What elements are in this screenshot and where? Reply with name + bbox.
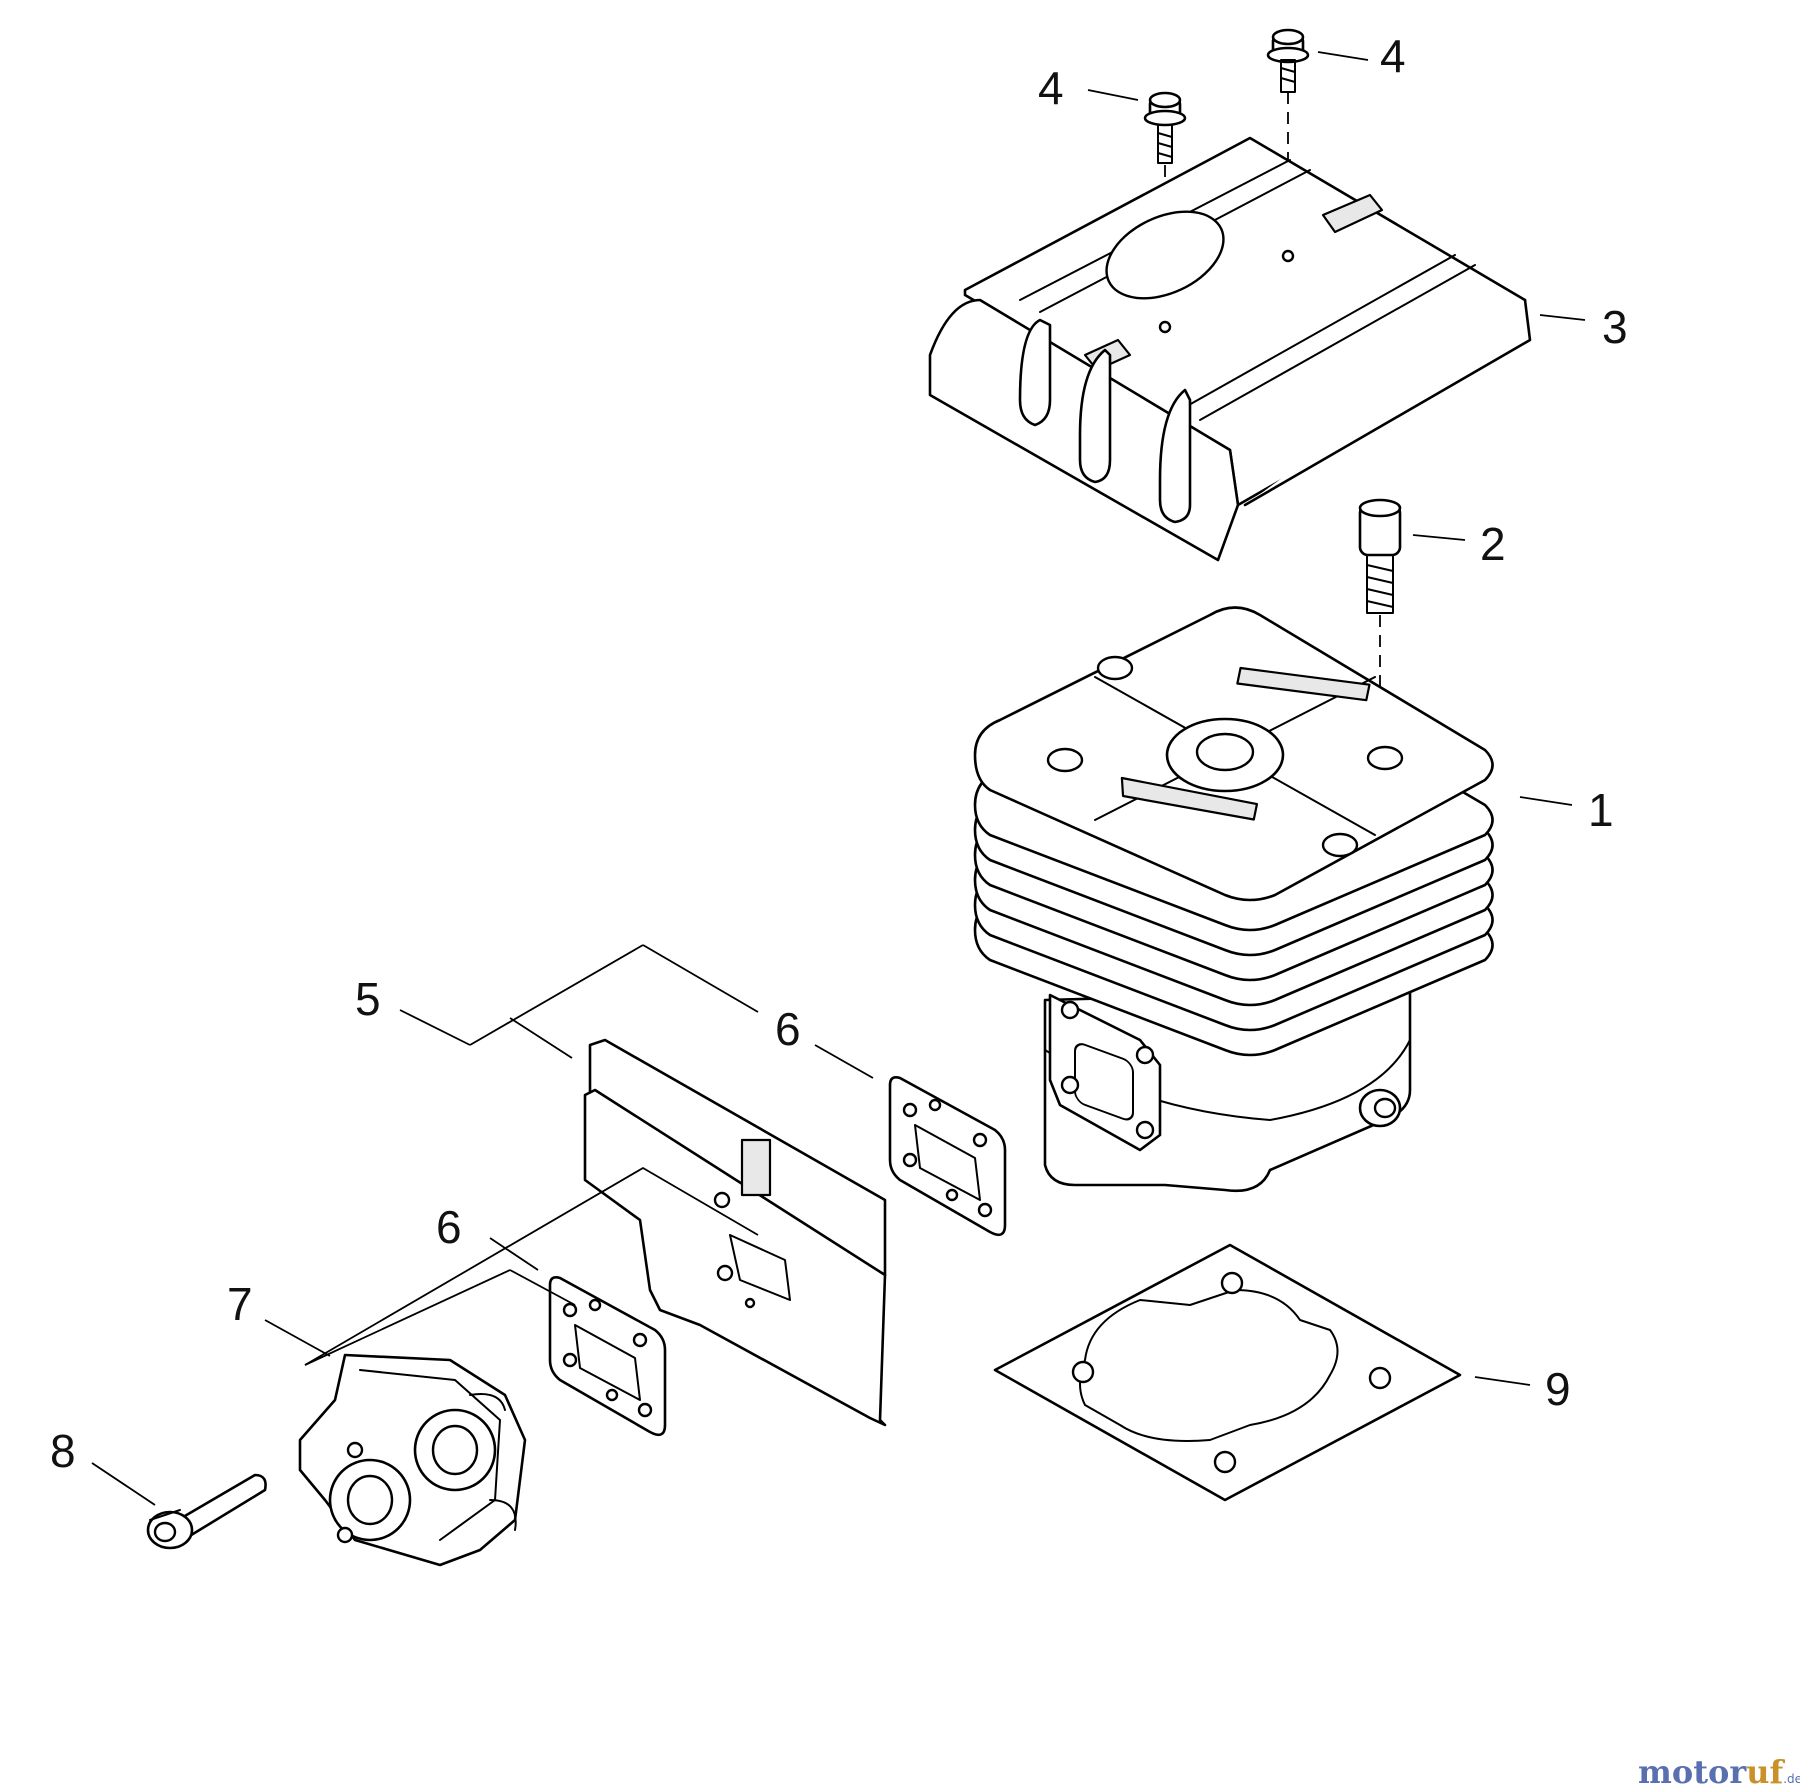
callout-1: 1 bbox=[1588, 784, 1614, 836]
part-3-cylinder-cover[interactable] bbox=[928, 136, 1532, 562]
part-6-gasket-lower[interactable] bbox=[548, 1276, 667, 1437]
svg-text:motoruf.de: motoruf.de bbox=[1638, 1753, 1800, 1791]
watermark-part2: uf bbox=[1746, 1753, 1785, 1791]
part-9-base-gasket[interactable] bbox=[993, 1243, 1462, 1502]
callout-9: 9 bbox=[1545, 1363, 1571, 1415]
callout-4-left: 4 bbox=[1038, 62, 1064, 114]
callout-6-lower: 6 bbox=[436, 1201, 462, 1253]
leader-lines bbox=[91, 51, 1586, 1506]
part-6-gasket-upper[interactable] bbox=[888, 1076, 1007, 1237]
part-8-bolt[interactable] bbox=[146, 1473, 267, 1550]
callout-labels: 4 4 3 2 1 5 6 6 7 8 9 bbox=[50, 30, 1628, 1477]
callout-3: 3 bbox=[1602, 301, 1628, 353]
part-4-screw-right[interactable] bbox=[1266, 28, 1310, 250]
part-5-heat-shield[interactable] bbox=[583, 1038, 887, 1427]
part-1-cylinder[interactable] bbox=[973, 606, 1494, 1193]
part-4-screw-left[interactable] bbox=[1143, 91, 1187, 330]
watermark-part1: motor bbox=[1638, 1753, 1747, 1791]
callout-2: 2 bbox=[1480, 518, 1506, 570]
watermark-logo: motoruf.de bbox=[1638, 1753, 1800, 1791]
watermark-suffix: .de bbox=[1783, 1772, 1800, 1786]
callout-5: 5 bbox=[355, 973, 381, 1025]
callout-6-upper: 6 bbox=[775, 1003, 801, 1055]
callout-8: 8 bbox=[50, 1425, 76, 1477]
callout-7: 7 bbox=[227, 1278, 253, 1330]
callout-4-right: 4 bbox=[1380, 30, 1406, 82]
part-7-flange[interactable] bbox=[298, 1353, 527, 1567]
